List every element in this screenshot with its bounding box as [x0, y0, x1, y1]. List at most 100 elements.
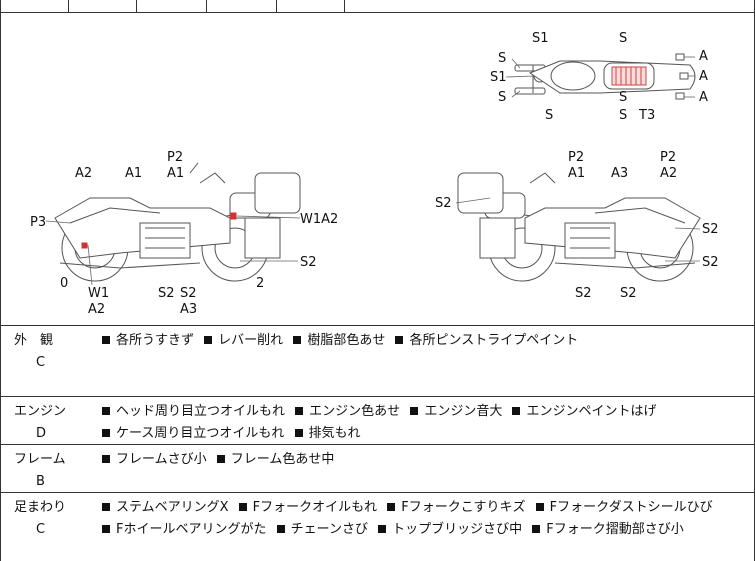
bullet-square-icon: [395, 336, 404, 344]
bullet-square-icon: [387, 503, 396, 511]
header-cell: [206, 0, 277, 12]
notes-cell: フレームさび小 フレーム色あせ中: [96, 449, 746, 471]
diagram-label: S2: [180, 286, 197, 301]
diagram-label: T3: [638, 108, 655, 123]
diagram-label: A3: [611, 166, 628, 181]
condition-row-engine: エンジン D ヘッド周り目立つオイルもれ エンジン色あせ エンジン音大 エンジン…: [0, 397, 755, 445]
diagram-label: 0: [60, 276, 68, 291]
bullet-square-icon: [535, 503, 544, 511]
bullet-square-icon: [102, 525, 110, 533]
notes-cell: 各所うすきず レバー削れ 樹脂部色あせ 各所ピンストライプペイント: [96, 330, 746, 352]
note-item: フレームさび小: [96, 452, 207, 467]
right-view-labels: P2 A1 A3 P2 A2 S2 S2 S2 S2 S2: [435, 150, 719, 301]
diagram-label: A1: [167, 166, 184, 181]
bullet-square-icon: [294, 429, 303, 437]
bullet-square-icon: [102, 429, 110, 437]
diagram-label: P2: [167, 150, 183, 165]
note-item: ケース周り目立つオイルもれ: [96, 426, 284, 441]
diagram-label: A2: [660, 166, 677, 181]
bullet-square-icon: [532, 525, 541, 533]
diagram-label: S: [498, 90, 506, 105]
note-item: エンジン音大: [404, 404, 502, 419]
bullet-square-icon: [102, 336, 110, 344]
bullet-square-icon: [102, 503, 110, 511]
diagram-label: S2: [620, 286, 637, 301]
category-cell: エンジン D: [14, 401, 84, 445]
top-view-labels: S1 S S S1 S S S S T3 A A A: [490, 31, 708, 123]
bullet-square-icon: [216, 455, 225, 463]
diagram-label: 2: [256, 276, 264, 291]
note-item: トップブリッジさび中: [372, 522, 522, 537]
condition-row-frame: フレーム B フレームさび小 フレーム色あせ中: [0, 445, 755, 493]
grade-label: B: [36, 474, 45, 489]
bullet-square-icon: [276, 525, 285, 533]
bullet-square-icon: [102, 407, 110, 415]
note-item: エンジンペイントはげ: [506, 404, 656, 419]
diagram-label: A1: [568, 166, 585, 181]
category-cell: フレーム B: [14, 449, 84, 493]
category-label: エンジン: [14, 404, 67, 419]
diagram-label: P2: [568, 150, 584, 165]
diagram-label: A2: [88, 302, 105, 317]
diagram-label: A: [699, 69, 708, 84]
condition-row-exterior: 外 観 C 各所うすきず レバー削れ 樹脂部色あせ 各所ピンストライプペイント: [0, 326, 755, 397]
header-cell: [276, 0, 345, 12]
diagram-label: S1: [532, 31, 549, 46]
header-cell: [136, 0, 207, 12]
note-item: ヘッド周り目立つオイルもれ: [96, 404, 285, 419]
diagram-label: P3: [30, 215, 46, 230]
diagram-label: S: [498, 51, 506, 66]
damage-diagram: S1 S S S1 S S S S T3 A A A P2 A1 A2 A1 P…: [0, 13, 755, 326]
notes-cell: ステムベアリングX Fフォークオイルもれ Fフォークこすりキズ Fフォークダスト…: [96, 497, 746, 541]
bullet-square-icon: [295, 407, 304, 415]
diagram-label: S: [619, 90, 627, 105]
note-item: チェーンさび: [271, 522, 368, 537]
category-label: フレーム: [14, 452, 66, 467]
left-view-labels: P2 A1 A2 A1 P3 W1A2 S2 0 2 W1 A2 S2 S2 A…: [30, 150, 338, 317]
diagram-label: S2: [158, 286, 175, 301]
bullet-square-icon: [238, 503, 247, 511]
leader-lines: [45, 56, 701, 286]
diagram-label: A1: [125, 166, 142, 181]
category-cell: 外 観 C: [14, 330, 84, 374]
bullet-square-icon: [512, 407, 521, 415]
header-cell: [0, 0, 69, 12]
header-strip: [0, 0, 755, 13]
bullet-square-icon: [293, 336, 302, 344]
diagram-label: A: [699, 49, 708, 64]
category-label: 足まわり: [14, 500, 67, 515]
category-cell: 足まわり C: [14, 497, 84, 541]
header-cell: [68, 0, 137, 12]
note-item: Fフォークオイルもれ: [233, 500, 377, 515]
diagram-label: S2: [435, 196, 452, 211]
note-item: 排気もれ: [289, 426, 361, 441]
diagram-label: S: [619, 31, 627, 46]
grade-label: C: [36, 355, 46, 370]
top-view-bike: [514, 53, 696, 100]
diagram-label: S2: [702, 222, 719, 237]
diagram-label: S2: [300, 255, 317, 270]
bullet-square-icon: [410, 407, 419, 415]
note-item: 各所うすきず: [96, 333, 194, 348]
bullet-square-icon: [378, 525, 387, 533]
note-item: Fフォークこすりキズ: [381, 500, 526, 515]
right-view-bike: [457, 172, 701, 282]
grade-label: C: [36, 522, 46, 537]
diagram-label: A2: [75, 166, 92, 181]
diagram-label: P2: [660, 150, 676, 165]
motorcycle-diagram: S1 S S S1 S S S S T3 A A A P2 A1 A2 A1 P…: [30, 31, 719, 317]
bullet-square-icon: [102, 455, 110, 463]
diagram-label: S: [619, 108, 627, 123]
diagram-label: W1A2: [300, 212, 338, 227]
note-item: 各所ピンストライプペイント: [389, 333, 578, 348]
diagram-label: A3: [180, 302, 197, 317]
bullet-square-icon: [204, 336, 213, 344]
diagram-label: A: [699, 90, 708, 105]
note-item: Fフォークダストシールひび: [530, 500, 713, 515]
diagram-label: S2: [702, 255, 719, 270]
note-item: 樹脂部色あせ: [287, 333, 385, 348]
note-item: エンジン色あせ: [289, 404, 400, 419]
note-item: Fフォーク摺動部さび小: [526, 522, 684, 537]
notes-cell: ヘッド周り目立つオイルもれ エンジン色あせ エンジン音大 エンジンペイントはげ …: [96, 401, 746, 445]
left-view-bike: [54, 162, 301, 282]
